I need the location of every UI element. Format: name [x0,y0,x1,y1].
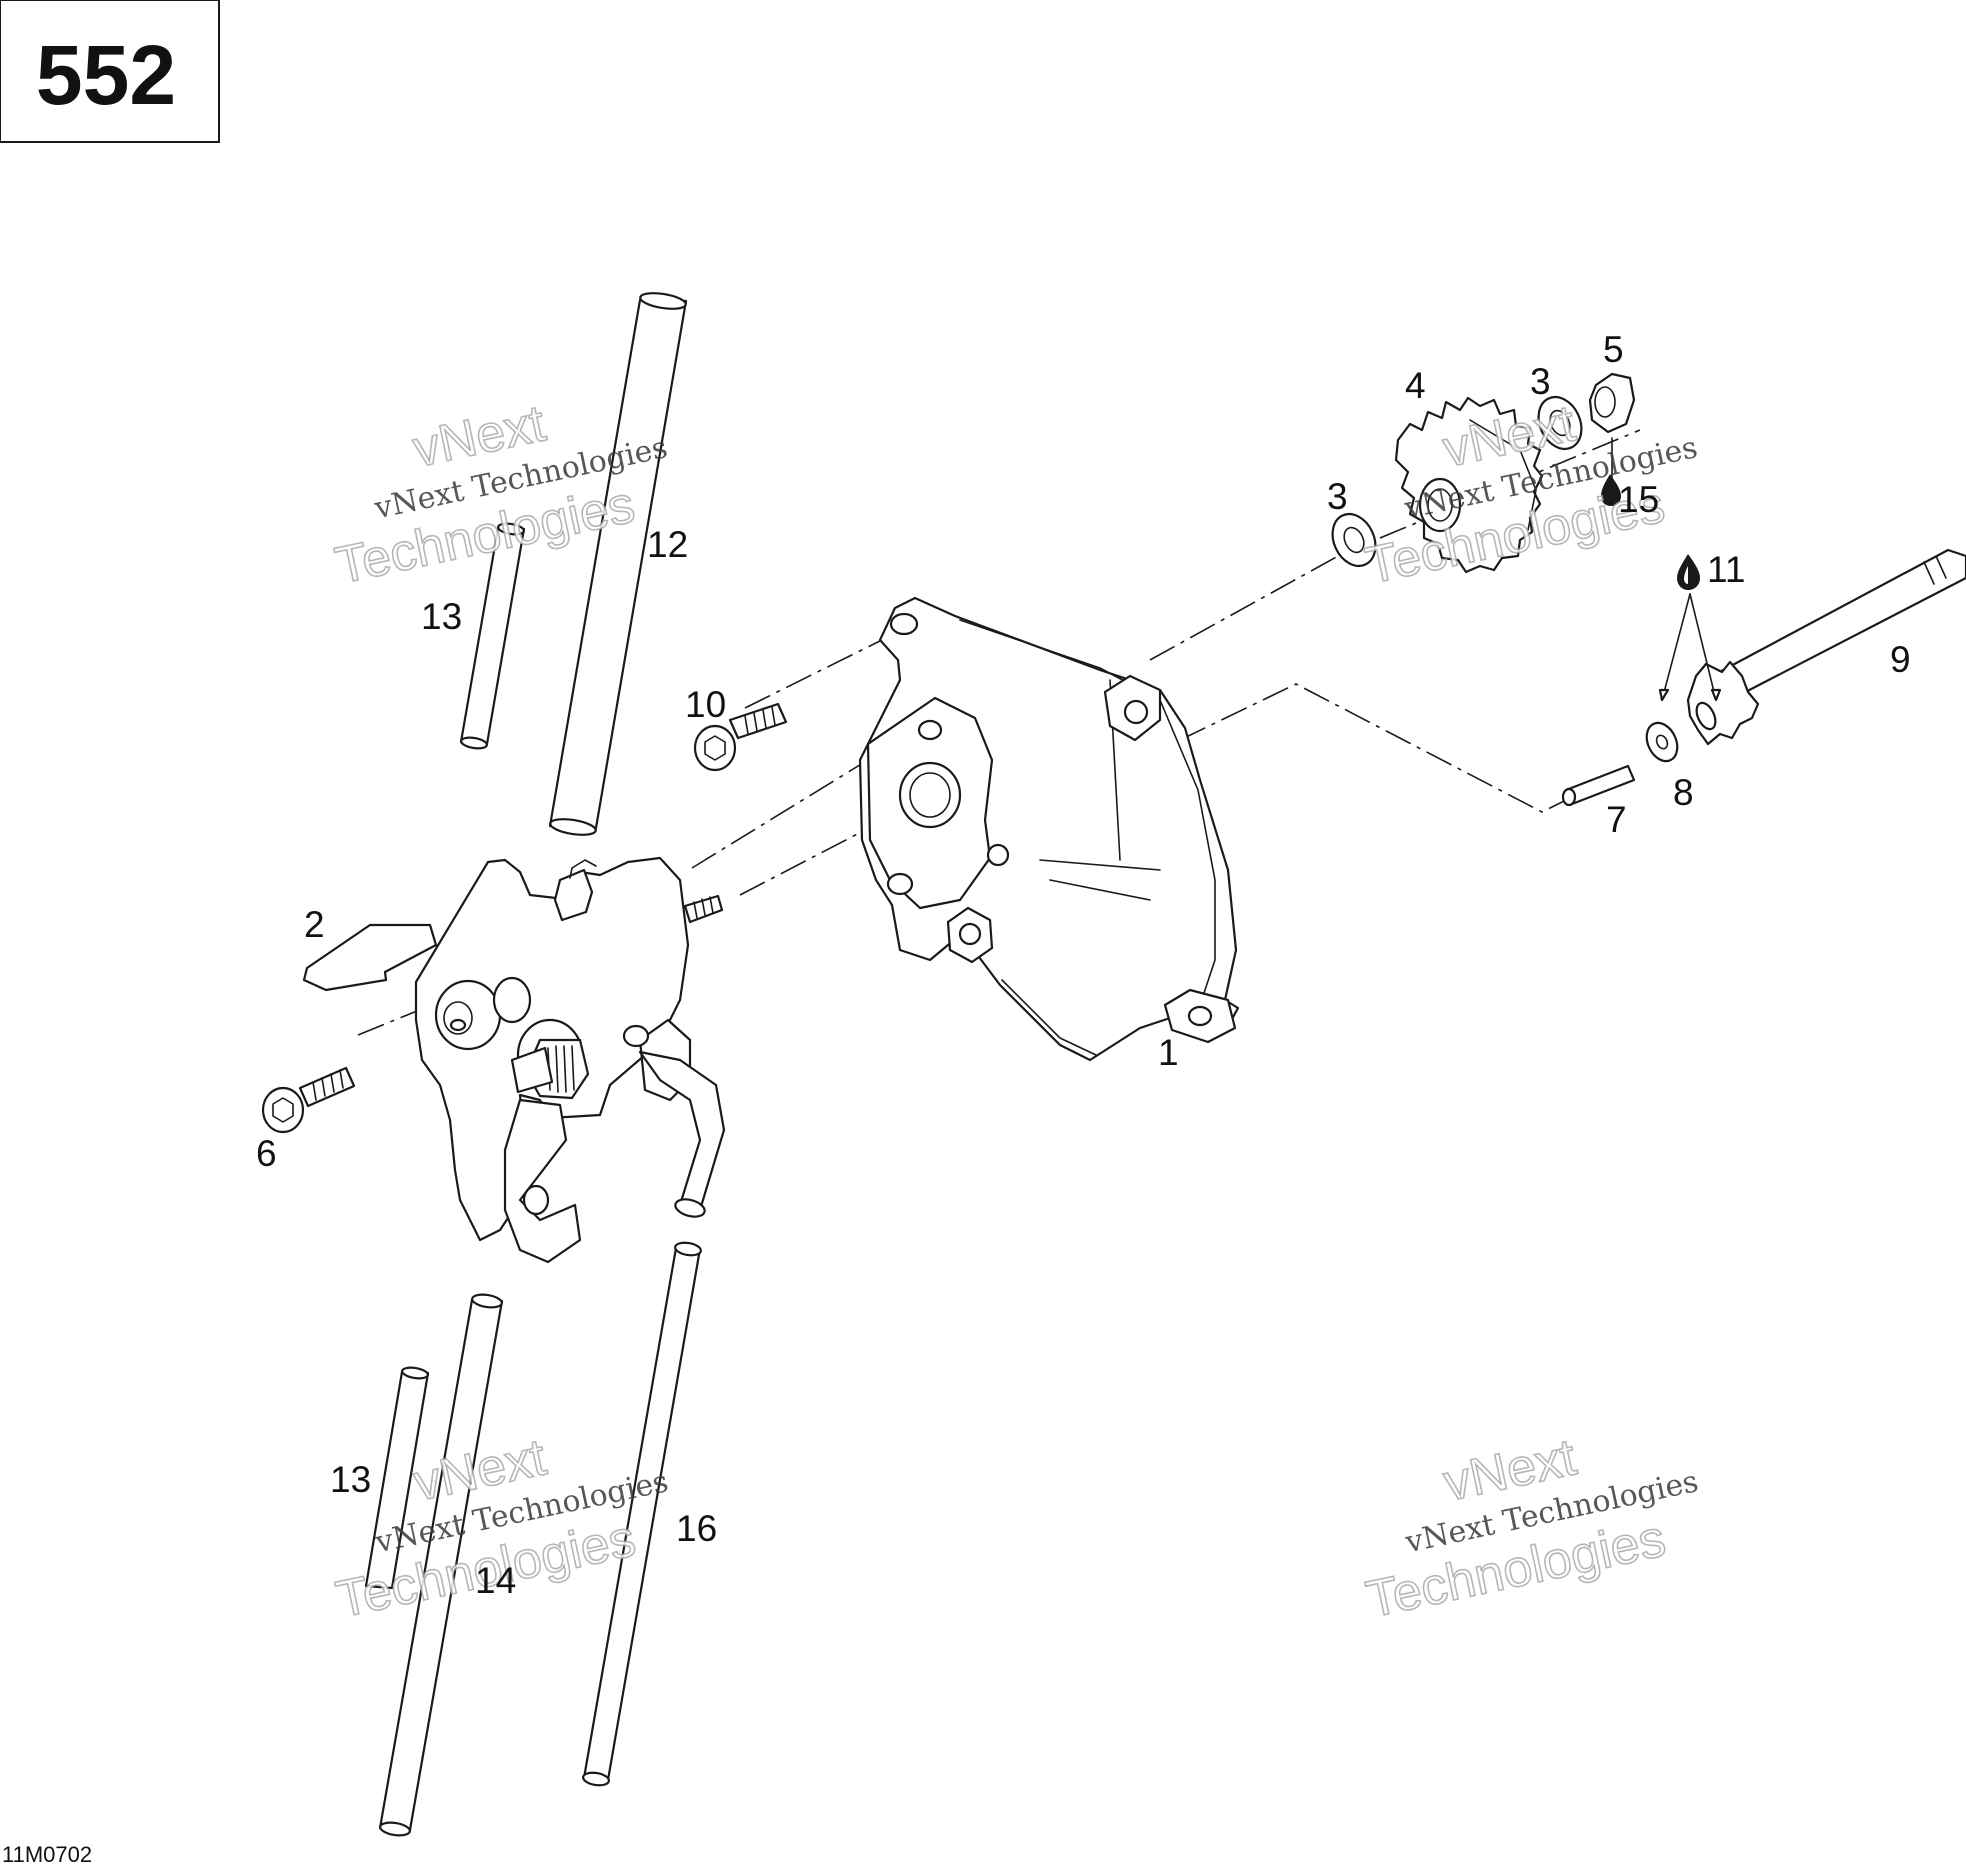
callout-11: 11 [1707,549,1745,590]
pin-part-7 [1561,764,1636,807]
gear-part-4 [1394,396,1544,574]
callout-14: 14 [475,1560,516,1601]
callout-12: 12 [647,524,688,565]
callout-2: 2 [304,904,325,945]
sheet-number: 552 [36,28,176,122]
callouts: 1 2 3 3 4 5 6 7 8 9 10 11 12 13 13 14 15… [256,329,1911,1601]
callout-1: 1 [1158,1032,1179,1073]
callout-3b: 3 [1530,361,1551,402]
sheet-number-box: 552 [0,0,220,143]
callout-10: 10 [685,684,726,725]
leader-lines [1611,437,1722,702]
callout-9: 9 [1890,639,1911,680]
callout-5: 5 [1603,329,1624,370]
watermark-top-left: vNext vNext Technologies Technologies [330,394,671,597]
washer-part-3-front [1331,513,1377,567]
callout-13a: 13 [421,596,462,637]
hose-part-13-lower [364,1366,430,1590]
cover-plate-part-1 [858,596,1240,1062]
callout-15: 15 [1618,479,1659,520]
nut-part-5 [1588,372,1636,434]
hose-part-13-upper [459,522,526,750]
screw-part-10 [693,702,788,772]
callout-6: 6 [256,1133,277,1174]
callout-4: 4 [1405,365,1426,406]
watermark-bottom-right: vNext vNext Technologies Technologies [1361,1427,1702,1630]
hose-part-12 [548,292,688,836]
washer-part-8 [1645,721,1679,763]
callout-8: 8 [1673,772,1694,813]
callout-16: 16 [676,1508,717,1549]
drawing-reference: 11M0702 [2,1842,92,1866]
callout-13b: 13 [330,1459,371,1500]
hose-part-16 [582,1241,702,1787]
oil-drop-icon [1601,474,1621,506]
hose-part-14 [378,1293,504,1837]
oil-pump-body [302,856,726,1264]
shaft-part-9 [1686,548,1966,746]
screw-part-6 [261,1066,356,1134]
callout-3a: 3 [1327,476,1348,517]
callout-7: 7 [1606,799,1627,840]
washer-part-3-rear [1537,396,1583,450]
oil-drop-icon [1677,554,1700,590]
